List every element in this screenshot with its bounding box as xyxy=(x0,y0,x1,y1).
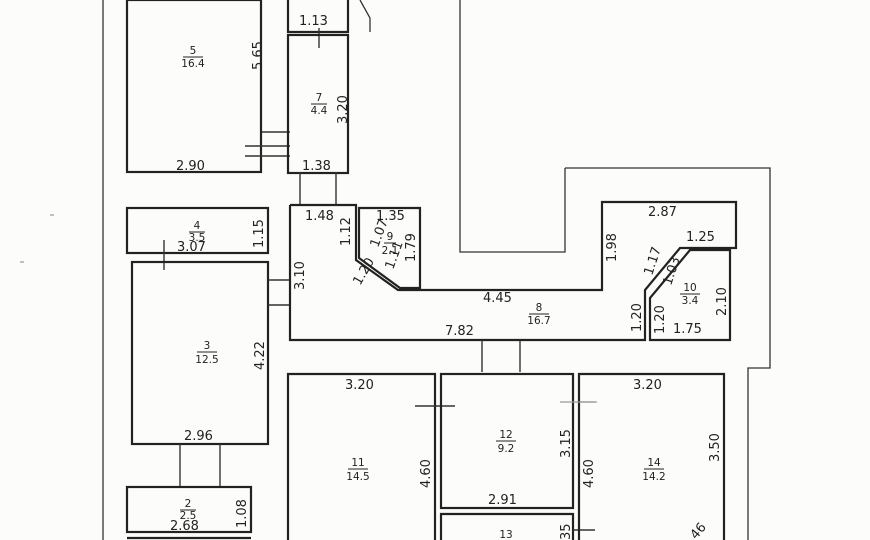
dim-46: 46 xyxy=(688,520,710,540)
room-11-id: 11 xyxy=(351,457,364,469)
dim-1-75: 1.75 xyxy=(673,322,702,337)
dim-3-20-c: 3.20 xyxy=(633,378,662,393)
room-5-area: 16.4 xyxy=(181,58,205,70)
dim-1-15: 1.15 xyxy=(252,219,267,248)
dim-3-20-b: 3.20 xyxy=(345,378,374,393)
room-13 xyxy=(439,512,595,540)
room-small-top xyxy=(286,0,371,48)
dim-1-20-b: 1.20 xyxy=(630,303,645,332)
room-14-id: 14 xyxy=(647,457,661,469)
room-4-area: 3.5 xyxy=(189,232,206,244)
room-2-area: 2.5 xyxy=(180,510,197,522)
room-14 xyxy=(577,372,726,540)
dim-3-50: 3.50 xyxy=(708,433,723,462)
dim-4-60-b: 4.60 xyxy=(582,459,597,488)
room-7-id: 7 xyxy=(316,92,323,104)
dim-3-15: 3.15 xyxy=(559,429,574,458)
room-4-id: 4 xyxy=(194,220,201,232)
room-10-id: 10 xyxy=(683,282,696,294)
room-5 xyxy=(125,0,290,174)
dimension-labels: 1.13 5.65 3.20 2.90 1.38 1.48 1.12 1.35 … xyxy=(170,14,730,540)
room-8-area: 16.7 xyxy=(527,315,550,327)
room-11-area: 14.5 xyxy=(346,471,369,483)
dim-35: 35 xyxy=(559,523,574,540)
room-3 xyxy=(130,260,290,487)
dim-2-91: 2.91 xyxy=(488,493,517,508)
room-8 xyxy=(288,200,738,372)
dim-1-03: 1.03 xyxy=(661,255,684,287)
room-9-id: 9 xyxy=(387,231,394,243)
dim-2-87: 2.87 xyxy=(648,205,677,220)
dim-2-96: 2.96 xyxy=(184,429,213,444)
dim-1-17: 1.17 xyxy=(642,245,665,277)
dim-1-13: 1.13 xyxy=(299,14,328,29)
room-7 xyxy=(286,33,350,205)
dim-3-10: 3.10 xyxy=(293,261,308,290)
dim-4-60-a: 4.60 xyxy=(419,459,434,488)
room-10-area: 3.4 xyxy=(682,295,699,307)
dim-2-10: 2.10 xyxy=(715,287,730,316)
room-11 xyxy=(286,372,455,540)
room-12-area: 9.2 xyxy=(498,443,515,455)
room-14-area: 14.2 xyxy=(642,471,665,483)
dim-1-48: 1.48 xyxy=(305,209,334,224)
dim-4-22: 4.22 xyxy=(253,341,268,370)
dim-3-07: 3.07 xyxy=(177,240,206,255)
dim-1-35: 1.35 xyxy=(376,209,405,224)
room-labels: 5 16.4 7 4.4 4 3.5 9 2.1 3 12.5 8 16.7 1… xyxy=(180,45,700,540)
room-8-id: 8 xyxy=(536,302,543,314)
room-13-id: 13 xyxy=(499,529,512,540)
dim-1-12: 1.12 xyxy=(339,217,354,246)
room-2 xyxy=(125,485,253,540)
dim-5-65: 5.65 xyxy=(251,41,266,70)
dim-3-20-a: 3.20 xyxy=(336,95,351,124)
dim-2-68: 2.68 xyxy=(170,519,199,534)
room-9 xyxy=(357,206,422,290)
dim-1-25: 1.25 xyxy=(686,230,715,245)
room-12-id: 12 xyxy=(499,429,512,441)
scan-marks xyxy=(20,214,54,263)
dim-1-79: 1.79 xyxy=(404,233,419,262)
room-3-area: 12.5 xyxy=(195,354,218,366)
dim-1-38: 1.38 xyxy=(302,159,331,174)
room-5-id: 5 xyxy=(190,45,197,57)
dim-1-98: 1.98 xyxy=(605,233,620,262)
room-4 xyxy=(125,206,270,270)
dim-1-20-c: 1.20 xyxy=(653,305,668,334)
dim-2-90: 2.90 xyxy=(176,159,205,174)
room-3-id: 3 xyxy=(204,340,211,352)
outer-walls xyxy=(102,0,771,540)
room-9-area: 2.1 xyxy=(382,245,399,257)
dim-7-82: 7.82 xyxy=(445,324,474,339)
room-2-id: 2 xyxy=(185,498,192,510)
dim-1-08: 1.08 xyxy=(235,499,250,528)
dim-4-45: 4.45 xyxy=(483,291,512,306)
room-7-area: 4.4 xyxy=(311,105,328,117)
room-10 xyxy=(648,248,732,342)
